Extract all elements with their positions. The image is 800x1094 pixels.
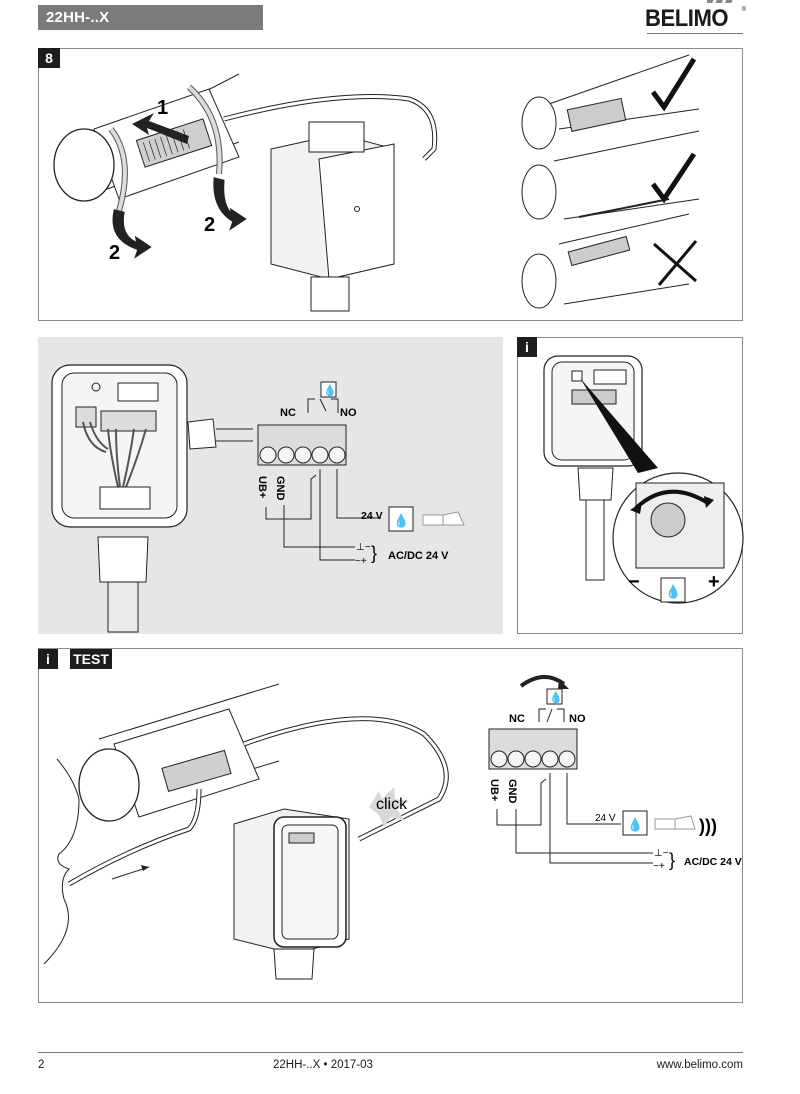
info-tag: i: [517, 337, 537, 357]
supply-plus-label: ~+: [653, 861, 665, 872]
test-tag: TEST: [70, 649, 112, 669]
supply-voltage-label: AC/DC 24 V: [388, 550, 449, 562]
breath-tube: [68, 788, 201, 886]
sensor-body: [78, 708, 260, 822]
gnd-label: GND: [274, 476, 286, 501]
sensor-body: [53, 84, 240, 212]
ub-plus-label: UB+: [256, 476, 268, 498]
click-burst: [369, 787, 409, 827]
footer-divider: [38, 1052, 743, 1053]
brace: }: [371, 543, 377, 563]
alarm-lamp-icon: [422, 514, 444, 526]
relay-switch-arrow: [519, 675, 566, 688]
increase-label: +: [708, 571, 720, 593]
svg-text:💧: 💧: [549, 691, 563, 704]
release-arrow-left: [112, 209, 152, 259]
sensor-housing: [270, 121, 395, 312]
sensitivity-illustration: − + 💧: [543, 355, 744, 604]
supply-voltage-label: AC/DC 24 V: [684, 856, 742, 868]
test-panel: i TEST click 💧 NC: [38, 648, 743, 1003]
gnd-label: GND: [506, 779, 518, 804]
nc-label: NC: [509, 713, 525, 725]
terminal-block: [257, 424, 347, 466]
condensation-drop-icon: [388, 506, 414, 532]
sensitivity-info-panel: i − + 💧: [517, 337, 744, 634]
relay-contact-symbol: [538, 708, 565, 723]
decrease-label: −: [628, 571, 640, 593]
supply-plus-label: ~+: [355, 556, 367, 567]
open-housing: [51, 364, 253, 633]
wiring-lines: [265, 469, 381, 561]
step-number-tag: 8: [38, 48, 60, 68]
alarm-lamp-icon: [654, 818, 676, 830]
cross-icon: [653, 240, 698, 286]
potentiometer-knob[interactable]: [650, 502, 686, 538]
checkmark-icon: [650, 57, 697, 112]
condensation-drop-icon: [622, 810, 648, 836]
click-label: click: [376, 796, 408, 813]
rotate-both-ways-arrow: [634, 489, 710, 510]
cable-gland: [310, 276, 350, 312]
brand-name: BELIMO: [645, 5, 729, 32]
condensation-drop-icon: [660, 577, 686, 603]
supply-minus-label: ⊥−: [356, 542, 371, 553]
condensation-drop-icon: 💧: [323, 384, 337, 397]
logo-underline: [647, 33, 743, 34]
logo-stripes: [707, 0, 733, 3]
person-face: [43, 758, 80, 965]
arrow-label-2a: 2: [109, 242, 120, 264]
release-arrow-right: [213, 177, 247, 231]
no-label: NO: [569, 713, 586, 725]
svg-text:💧: 💧: [665, 584, 681, 599]
page-number: 2: [38, 1059, 45, 1071]
product-code: 22HH-..X: [46, 9, 110, 26]
website-link[interactable]: www.belimo.com: [656, 1059, 743, 1071]
arrow-label-1: 1: [157, 97, 168, 119]
cable-gland: [97, 536, 149, 583]
ub-plus-label: UB+: [488, 779, 500, 801]
sound-waves-icon: ))): [699, 816, 717, 836]
registered-mark: ®: [741, 7, 746, 13]
condensation-drop-icon: [546, 688, 563, 705]
mounting-illustration: 1 2 2: [53, 54, 700, 312]
nc-label: NC: [280, 407, 296, 419]
svg-text:💧: 💧: [627, 817, 643, 832]
terminal-block: [488, 728, 578, 770]
sensor-cable: [223, 95, 437, 161]
output-voltage-label: 24 V: [595, 813, 616, 824]
mounting-example-2: [521, 130, 700, 220]
supply-minus-label: ⊥−: [654, 848, 669, 859]
wiring-diagram-panel: 💧 NC NO UB+ GND 24 V 💧 ⊥− ~+ } AC/DC 24 …: [38, 337, 503, 634]
step-8-panel: 8 1 2 2: [38, 48, 743, 321]
sensor-cable: [243, 717, 448, 841]
checkmark-icon: [650, 152, 697, 204]
info-tag: i: [38, 649, 58, 669]
brace: }: [669, 850, 675, 870]
test-illustration: click 💧 NC NO UB+ GND 24 V 💧 ))): [43, 675, 742, 980]
relay-contact-symbol: [307, 398, 339, 413]
slide-arrow: [132, 113, 189, 144]
mounting-example-1: [521, 54, 700, 150]
arrow-label-2b: 2: [204, 214, 215, 236]
wiring-illustration: 💧 NC NO UB+ GND 24 V 💧 ⊥− ~+ } AC/DC 24 …: [51, 364, 465, 633]
no-label: NO: [340, 407, 357, 419]
belimo-logo: BELIMO ®: [640, 0, 746, 34]
mounting-example-3: [521, 213, 690, 309]
product-code-banner: 22HH-..X: [38, 5, 263, 30]
sensor-housing-open: [233, 808, 350, 980]
zoom-pointer: [580, 378, 658, 473]
output-voltage-label: 24 V: [361, 510, 383, 522]
document-reference: 22HH-..X • 2017-03: [273, 1059, 373, 1071]
svg-text:💧: 💧: [393, 513, 409, 528]
wiring-lines: [496, 773, 653, 864]
